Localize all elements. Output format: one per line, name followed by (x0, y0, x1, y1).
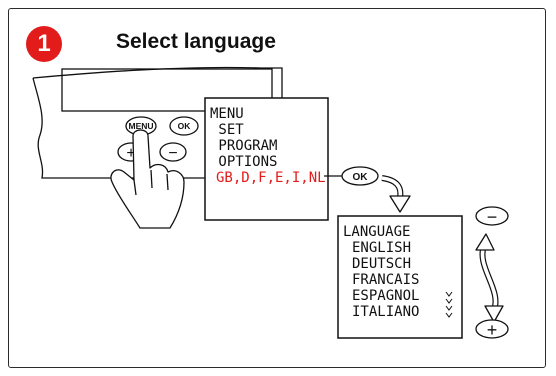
scroll-minus-button[interactable]: − (475, 206, 509, 227)
device-minus-button[interactable]: − (159, 142, 187, 162)
menu-screen-highlight: GB,D,F,E,I,NL (216, 170, 326, 186)
language-item: DEUTSCH (352, 256, 411, 272)
hand-icon (110, 129, 185, 229)
up-down-arrow-icon (475, 233, 504, 323)
scroll-minus-label: − (487, 207, 498, 227)
step-number-badge: 1 (26, 26, 62, 62)
menu-screen-line: OPTIONS (210, 154, 277, 170)
language-item: FRANCAIS (352, 272, 419, 288)
language-item: ENGLISH (352, 240, 411, 256)
step-number: 1 (37, 30, 51, 57)
scroll-plus-button[interactable]: + (475, 319, 509, 340)
device-display-window (61, 68, 273, 112)
device-ok-button-label: OK (178, 121, 192, 131)
menu-screen: MENU SET PROGRAM OPTIONS GB,D,F,E,I,NL (204, 97, 329, 221)
device-menu-button-label: MENU (128, 121, 153, 131)
menu-screen-line: MENU (210, 106, 244, 122)
ok-button-label: OK (353, 172, 369, 183)
language-item: ESPAGNOL (352, 288, 419, 304)
language-header: LANGUAGE (343, 224, 410, 240)
page-title: Select language (116, 30, 276, 53)
device-minus-button-label: − (168, 145, 177, 162)
device-ok-button[interactable]: OK (169, 116, 199, 136)
scroll-indicator-icon (445, 291, 453, 318)
menu-screen-line: PROGRAM (210, 138, 277, 154)
language-item: ITALIANO (352, 304, 419, 320)
device-body (32, 66, 283, 179)
scroll-plus-label: + (487, 320, 498, 340)
ok-button[interactable]: OK (341, 166, 379, 186)
language-screen: LANGUAGE ENGLISH DEUTSCH FRANCAIS ESPAGN… (337, 215, 463, 339)
device-plus-button-label: + (126, 145, 135, 162)
curved-arrow-icon (381, 175, 411, 213)
menu-screen-line: SET (210, 122, 244, 138)
